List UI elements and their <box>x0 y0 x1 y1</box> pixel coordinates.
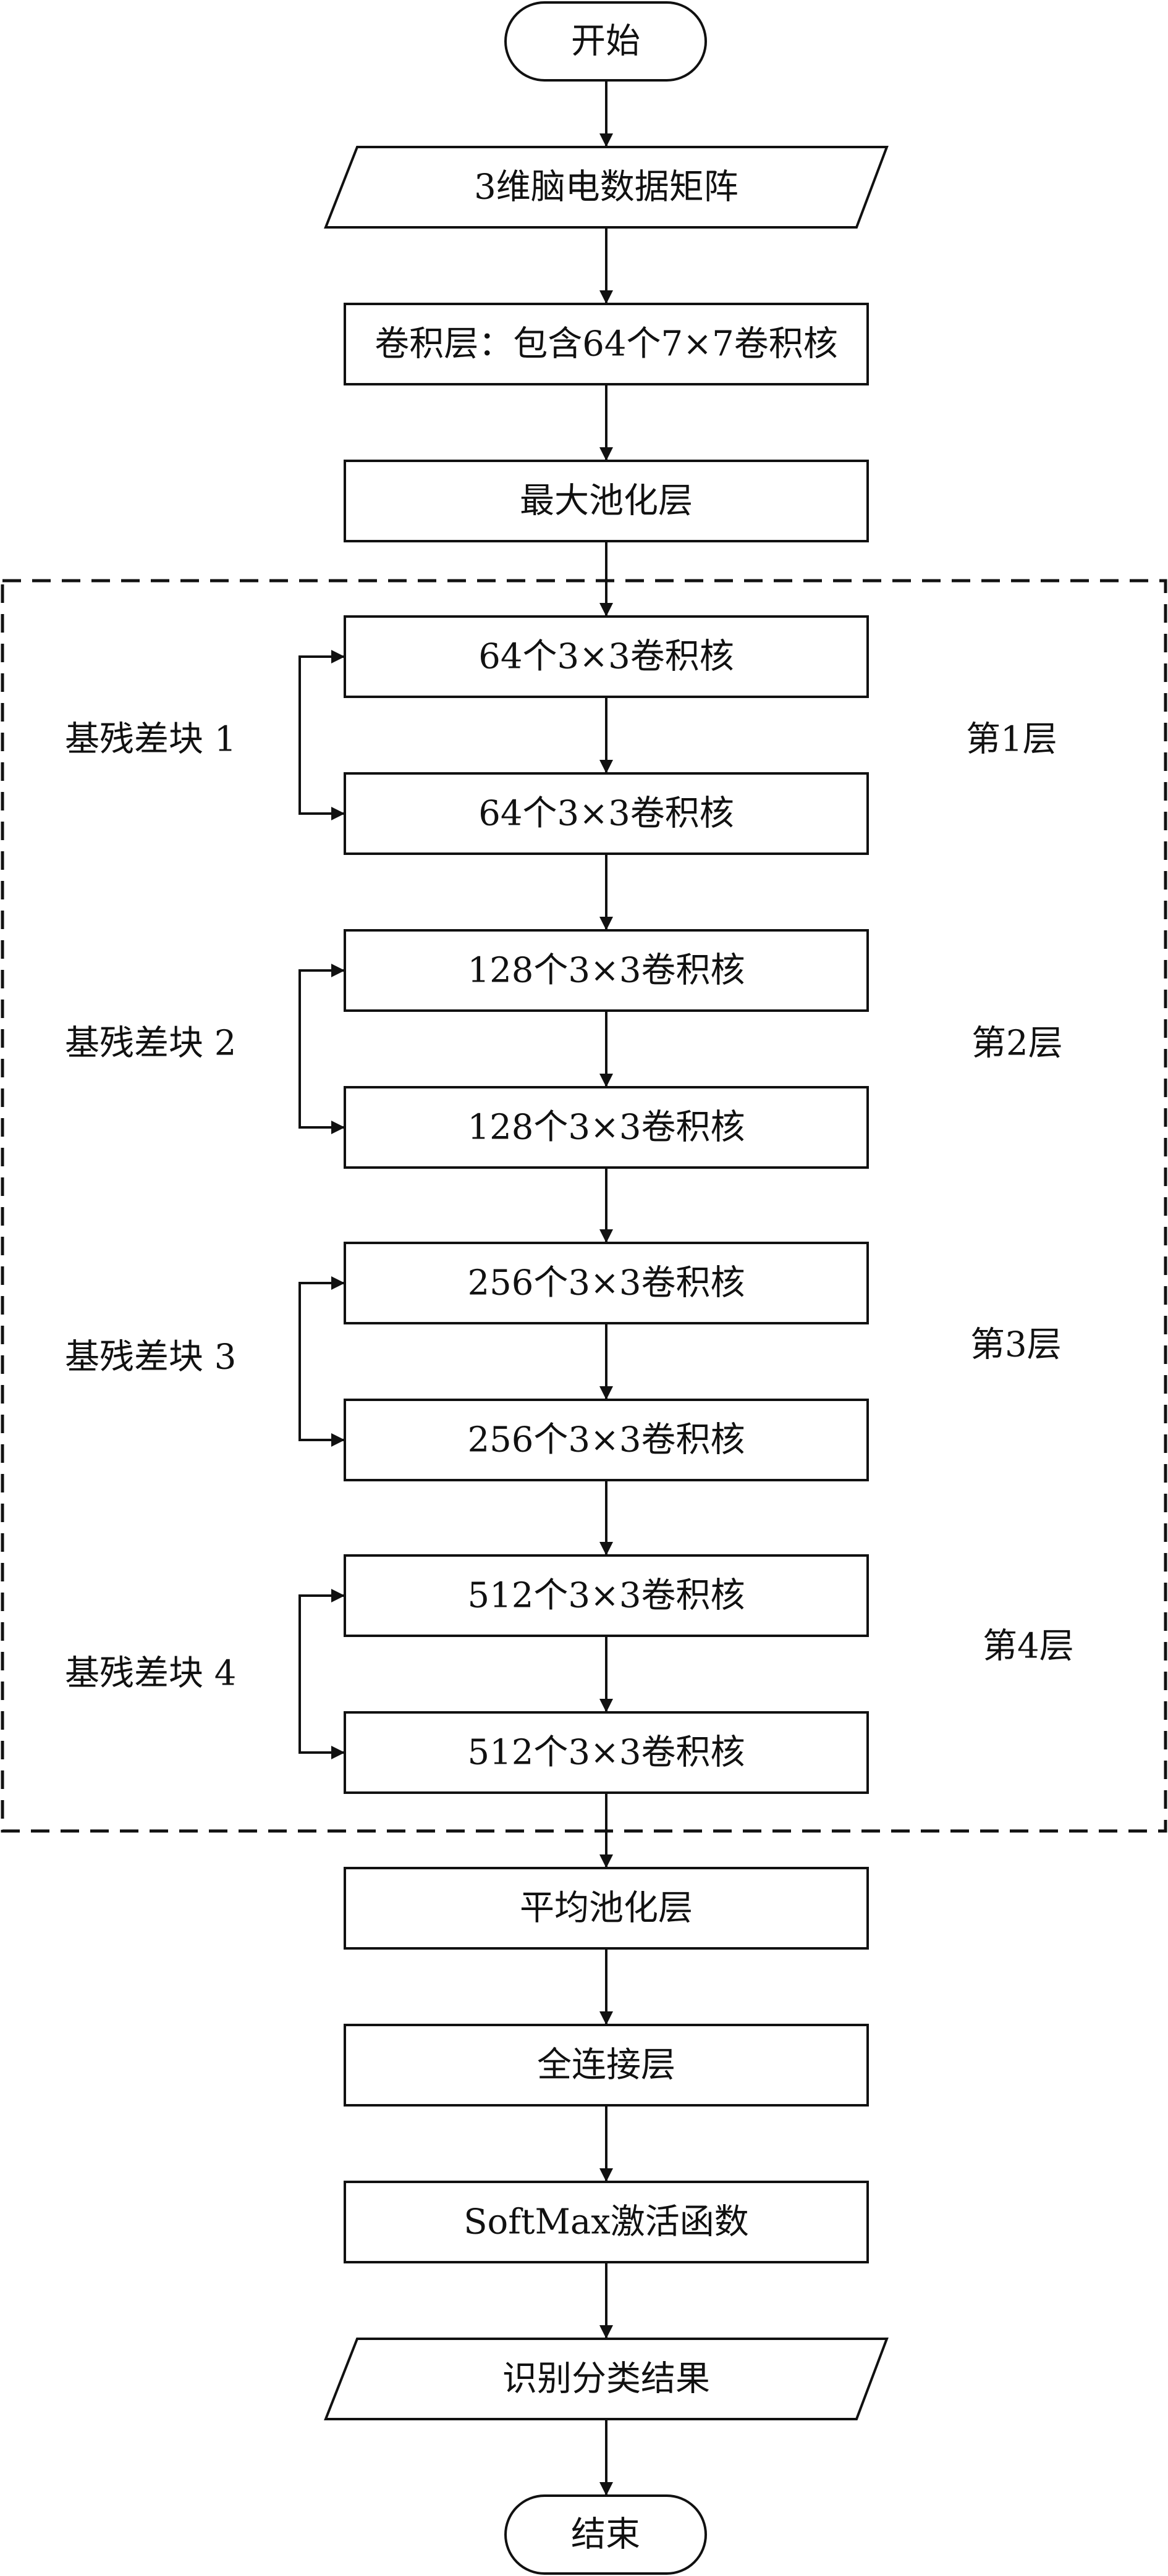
conv-layer-node: 卷积层：包含64个7×7卷积核 <box>344 303 869 385</box>
block-4-skip-connection <box>298 1594 345 1759</box>
layer-1-label: 第1层 <box>966 720 1057 760</box>
residual-block-2: 128个3×3卷积核 128个3×3卷积核 基残差块 2 第2层 <box>65 929 1063 1169</box>
block-4-conv-1-label: 512个3×3卷积核 <box>467 1576 745 1616</box>
residual-group-frame <box>1 579 1167 1833</box>
block-3-conv-2-label: 256个3×3卷积核 <box>467 1420 745 1460</box>
end-node: 结束 <box>504 2494 707 2575</box>
conv-layer-label: 卷积层：包含64个7×7卷积核 <box>375 324 837 364</box>
block-4-label: 基残差块 4 <box>65 1654 236 1694</box>
maxpool-node: 最大池化层 <box>344 460 869 542</box>
block-3-skip-connection <box>298 1282 345 1447</box>
block-1-conv-1-label: 64个3×3卷积核 <box>478 637 734 677</box>
block-1-skip-connection <box>298 655 345 820</box>
block-1-label: 基残差块 1 <box>65 720 236 760</box>
block-4-conv-2-label: 512个3×3卷积核 <box>467 1733 745 1773</box>
avgpool-label: 平均池化层 <box>520 1888 693 1929</box>
block-1-conv-2-label: 64个3×3卷积核 <box>478 794 734 834</box>
fc-node: 全连接层 <box>344 2024 869 2107</box>
input-node: 3维脑电数据矩阵 <box>324 146 889 229</box>
block-3-conv-1-label: 256个3×3卷积核 <box>467 1263 745 1303</box>
block-2-conv-2-label: 128个3×3卷积核 <box>467 1108 745 1148</box>
block-2-conv-1-label: 128个3×3卷积核 <box>467 951 745 991</box>
residual-block-4: 512个3×3卷积核 512个3×3卷积核 基残差块 4 第4层 <box>65 1554 1074 1794</box>
residual-block-1: 64个3×3卷积核 64个3×3卷积核 基残差块 1 第1层 <box>65 615 1057 855</box>
softmax-label: SoftMax激活函数 <box>463 2202 749 2242</box>
end-label: 结束 <box>571 2515 640 2555</box>
block-2-label: 基残差块 2 <box>65 1024 236 1064</box>
maxpool-label: 最大池化层 <box>520 481 693 521</box>
layer-2-label: 第2层 <box>971 1024 1063 1064</box>
layer-4-label: 第4层 <box>983 1627 1074 1667</box>
layer-3-label: 第3层 <box>970 1325 1062 1365</box>
output-label: 识别分类结果 <box>502 2359 710 2399</box>
block-2-skip-connection <box>298 969 345 1134</box>
softmax-node: SoftMax激活函数 <box>344 2181 869 2263</box>
block-3-label: 基残差块 3 <box>65 1337 236 1378</box>
avgpool-node: 平均池化层 <box>344 1867 869 1950</box>
start-node: 开始 <box>504 1 707 82</box>
residual-block-3: 256个3×3卷积核 256个3×3卷积核 基残差块 3 第3层 <box>65 1242 1062 1481</box>
start-label: 开始 <box>571 22 640 62</box>
input-label: 3维脑电数据矩阵 <box>474 167 738 208</box>
fc-label: 全连接层 <box>537 2045 675 2086</box>
output-node: 识别分类结果 <box>324 2338 889 2420</box>
